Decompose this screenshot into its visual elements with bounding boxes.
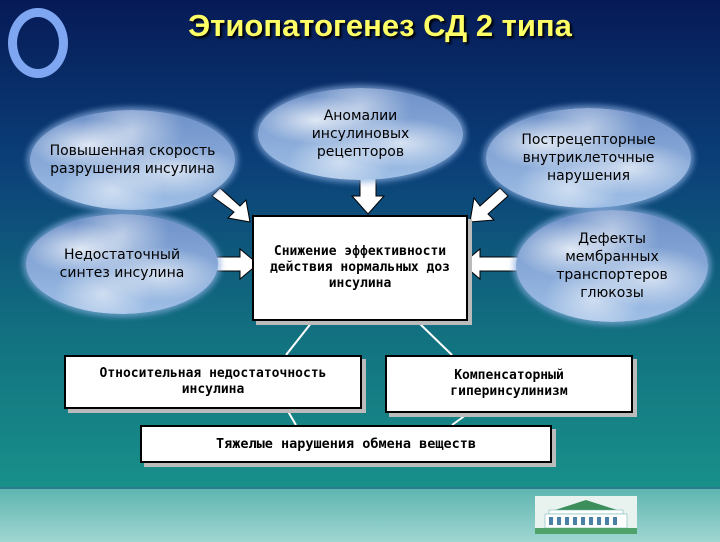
box-reduced-efficiency: Снижение эффективности действия нормальн… bbox=[252, 215, 468, 321]
arrow-postreceptor-to-center bbox=[469, 187, 509, 223]
arrow-destruction-to-center bbox=[211, 187, 251, 223]
oval-postreceptor: Пострецепторные внутриклеточные нарушени… bbox=[486, 108, 691, 208]
oval-increased-destruction: Повышенная скорость разрушения инсулина bbox=[30, 110, 235, 210]
oval-transporter-defects-label: Дефекты мембранных транспортеров глюкозы bbox=[556, 231, 668, 301]
oval-insufficient-synthesis-label: Недостаточный синтез инсулина bbox=[59, 247, 185, 281]
oval-increased-destruction-label: Повышенная скорость разрушения инсулина bbox=[49, 143, 216, 177]
box-metabolic-disorders: Тяжелые нарушения обмена веществ bbox=[140, 425, 552, 463]
building-logo-icon bbox=[535, 496, 637, 534]
arrow-synthesis-to-center bbox=[213, 247, 259, 281]
box-reduced-efficiency-label: Снижение эффективности действия нормальн… bbox=[269, 244, 450, 291]
oval-postreceptor-label: Пострецепторные внутриклеточные нарушени… bbox=[521, 132, 656, 184]
line-center-to-relative bbox=[285, 321, 313, 356]
box-metabolic-disorders-label: Тяжелые нарушения обмена веществ bbox=[215, 436, 477, 452]
box-hyperinsulinism-label: Компенсаторный гиперинсулинизм bbox=[450, 368, 568, 399]
slide-title: Этиопатогенез СД 2 типа bbox=[188, 8, 572, 43]
box-relative-insufficiency: Относительная недостаточность инсулина bbox=[64, 355, 362, 409]
line-hyperinsulinism-to-metabolic bbox=[451, 411, 471, 426]
line-relative-to-metabolic bbox=[285, 407, 297, 426]
box-relative-insufficiency-label: Относительная недостаточность инсулина bbox=[99, 366, 327, 397]
box-hyperinsulinism: Компенсаторный гиперинсулинизм bbox=[385, 355, 633, 413]
line-center-to-hyperinsulinism bbox=[417, 321, 453, 356]
arrow-transporters-to-center bbox=[461, 247, 521, 281]
oval-transporter-defects: Дефекты мембранных транспортеров глюкозы bbox=[516, 210, 708, 322]
oval-receptor-anomalies: Аномалии инсулиновых рецепторов bbox=[258, 88, 463, 180]
decorative-ring bbox=[8, 8, 68, 78]
oval-insufficient-synthesis: Недостаточный синтез инсулина bbox=[26, 214, 218, 314]
oval-receptor-anomalies-label: Аномалии инсулиновых рецепторов bbox=[311, 108, 410, 160]
